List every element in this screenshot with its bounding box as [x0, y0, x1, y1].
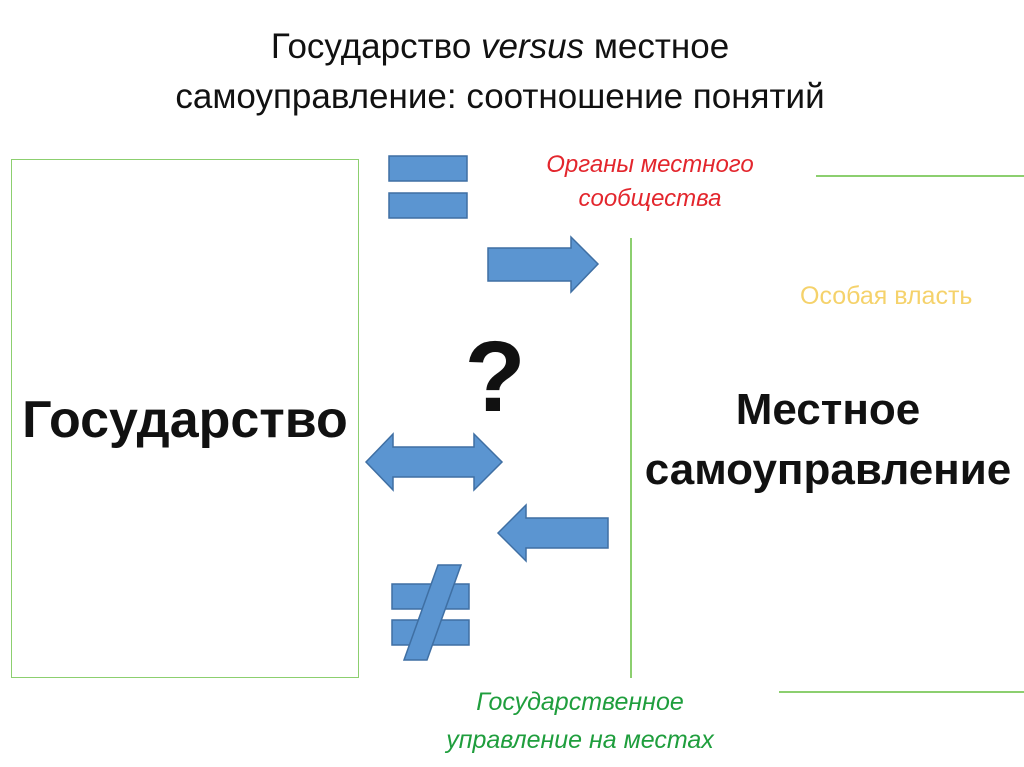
double-arrow-icon [364, 432, 504, 492]
state-label: Государство [22, 391, 348, 449]
title-italic: versus [481, 27, 585, 66]
special-power-label: Особая власть [800, 282, 973, 310]
organs-label-line-1: Органы местного [546, 151, 754, 178]
not-equal-icon [391, 564, 470, 661]
right-top-line [816, 175, 1024, 177]
title-line-2: самоуправление: соотношение понятий [175, 77, 825, 116]
state-box [11, 159, 359, 678]
local-label-line-1: Местное [735, 385, 921, 434]
arrow-right-icon [487, 235, 600, 294]
local-label-line-2: самоуправление [644, 445, 1012, 494]
arrow-left-icon [496, 503, 609, 563]
state-admin-line-2: управление на местах [446, 726, 714, 754]
equals-icon [388, 155, 468, 219]
title-line-1: Государство versus местное [60, 22, 940, 72]
right-bottom-line [779, 691, 1024, 693]
title-part-2: местное [584, 27, 730, 66]
right-vertical-line [630, 238, 632, 678]
organs-label: Органы местного сообщества [490, 148, 810, 216]
state-admin-line-1: Государственное [476, 688, 684, 716]
local-self-government-label: Местное самоуправление [632, 380, 1024, 500]
slide-title: Государство versus местное самоуправлени… [60, 22, 940, 122]
question-mark: ? [464, 321, 526, 433]
state-admin-label: Государственное управление на местах [390, 683, 770, 759]
organs-label-line-2: сообщества [578, 185, 722, 212]
title-part-1: Государство [270, 27, 482, 66]
